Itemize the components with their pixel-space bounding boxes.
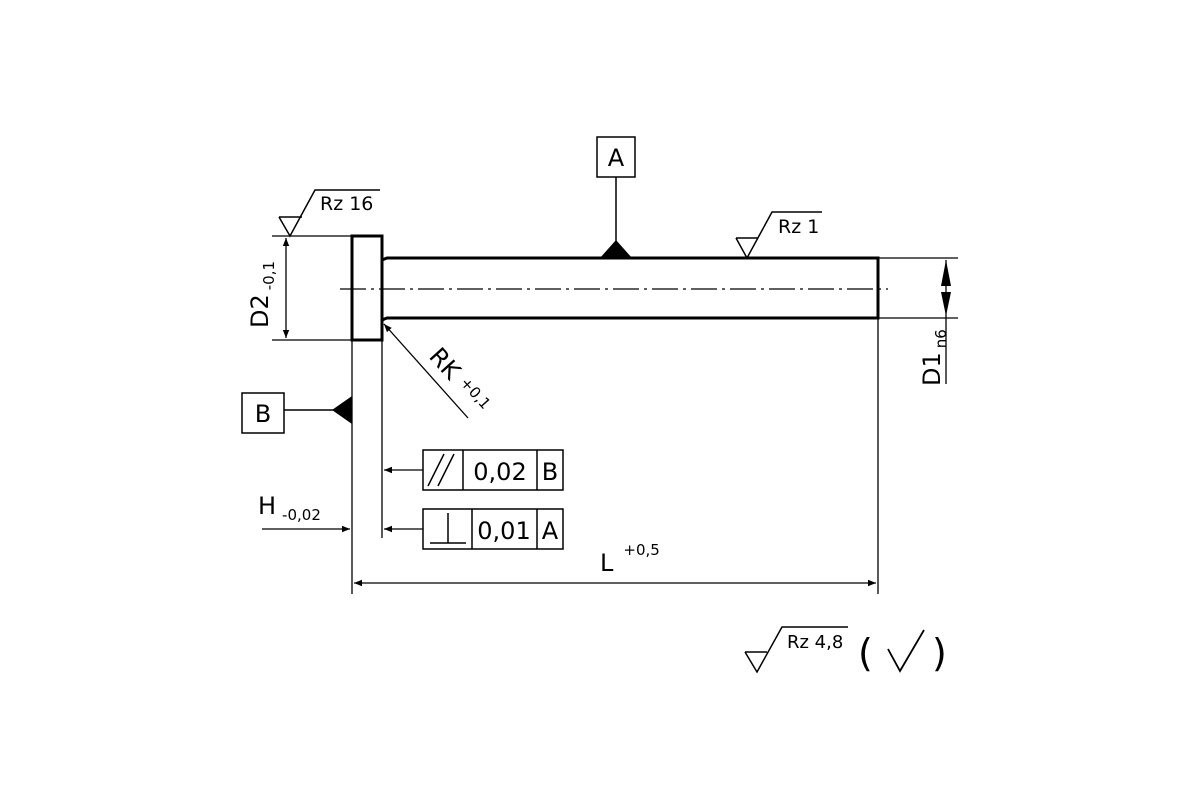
roughness-rz16-symbol [278, 189, 380, 238]
dim-h-name: H [258, 492, 276, 520]
perpendicularity-frame [422, 508, 564, 550]
datum-b-triangle [332, 396, 352, 424]
dim-d1-arrow-top [941, 260, 951, 286]
dim-h: H -0,02 [258, 492, 350, 533]
roughness-rz1-symbol [735, 211, 822, 260]
datum-b-box [241, 392, 285, 434]
pin-head [350, 234, 384, 342]
dim-d2-name: D2 [246, 294, 274, 328]
datum-a-triangle [600, 240, 632, 258]
dim-l-label: L +0,5 [600, 541, 660, 577]
dim-rk-leader [383, 323, 469, 419]
parallelism-icon [427, 453, 455, 487]
roughness-rz16: Rz 16 [278, 189, 380, 238]
perpendicularity-value: 0,01 [477, 517, 530, 545]
dim-l-tol: +0,5 [623, 541, 659, 559]
roughness-rz1-label: Rz 1 [778, 216, 819, 238]
general-roughness-bracket-close: ) [932, 631, 947, 675]
dim-d2-label: D2 -0,1 [246, 261, 278, 328]
dim-l-name: L [600, 549, 614, 577]
checkmark-icon [887, 629, 925, 673]
perpendicularity-datum: A [542, 517, 559, 545]
datum-a: A [596, 136, 636, 258]
dim-d1: D1n6 [878, 257, 958, 386]
dim-rk-name: RK [424, 342, 467, 386]
parallelism-datum: B [542, 458, 558, 486]
dim-d2-tol: -0,1 [260, 261, 278, 290]
general-roughness-label: Rz 4,8 [787, 632, 843, 653]
datum-a-label: A [608, 144, 625, 172]
parallelism-value: 0,02 [473, 458, 526, 486]
dim-d1-arrow-bottom [941, 292, 951, 316]
dim-rk: RK+0,1 [383, 323, 495, 419]
pin-shaft [381, 256, 880, 322]
dim-rk-tol: +0,1 [457, 374, 495, 413]
datum-b: B [241, 392, 352, 434]
dim-d1-name: D1 [918, 352, 946, 386]
dim-d1-tol: n6 [932, 329, 950, 348]
dim-l: L +0,5 [354, 318, 879, 594]
perpendicularity-icon [430, 513, 466, 544]
dim-d1-label: D1n6 [918, 329, 950, 386]
dim-h-label: H -0,02 [258, 492, 321, 524]
tolerance-frame-perpendicularity: 0,01 A [384, 508, 564, 550]
roughness-rz1: Rz 1 [735, 211, 822, 260]
general-roughness: Rz 4,8 ( ) [744, 626, 947, 675]
dim-d2: D2 -0,1 [246, 235, 352, 341]
datum-b-label: B [255, 400, 271, 428]
pin-part [340, 234, 888, 342]
roughness-rz16-label: Rz 16 [320, 193, 373, 215]
general-roughness-symbol [744, 626, 848, 674]
parallelism-frame [422, 449, 564, 491]
general-roughness-bracket-open: ( [858, 631, 873, 675]
tolerance-frame-parallelism: 0,02 B [384, 449, 564, 491]
dim-h-tol: -0,02 [282, 506, 321, 524]
